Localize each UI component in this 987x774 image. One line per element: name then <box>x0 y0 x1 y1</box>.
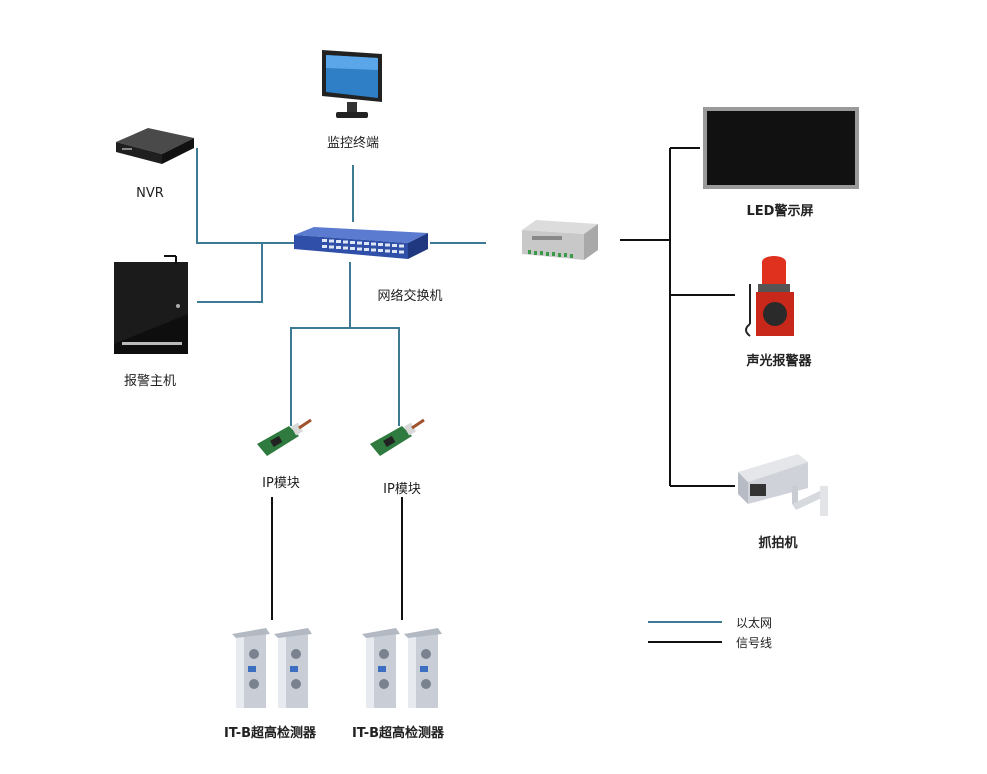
detector-2-icon <box>362 628 442 708</box>
signal-lines <box>271 147 735 620</box>
alarm-host-icon <box>114 255 188 354</box>
ethernet-lines <box>196 148 486 426</box>
snapshot-camera-label: 抓拍机 <box>758 536 798 551</box>
network-switch-icon <box>294 227 428 259</box>
detector-2-label: IT-B超高检测器 <box>351 726 445 741</box>
io-controller-icon <box>522 220 598 260</box>
detector-1-label: IT-B超高检测器 <box>223 726 317 741</box>
led-screen-label: LED警示屏 <box>746 204 814 219</box>
monitor-icon <box>322 50 382 118</box>
nvr-label: NVR <box>136 186 164 201</box>
detector-1-icon <box>232 628 312 708</box>
nvr-icon <box>116 128 194 164</box>
network-switch-label: 网络交换机 <box>377 289 443 304</box>
sound-light-alarm-label: 声光报警器 <box>746 354 812 369</box>
legend-swatches <box>648 621 722 643</box>
ip-module-2-icon <box>370 418 425 456</box>
alarm-host-label: 报警主机 <box>123 374 177 389</box>
legend-ethernet-label: 以太网 <box>736 616 773 630</box>
sound-light-alarm-icon <box>745 256 794 337</box>
ip-module-1-label: IP模块 <box>262 476 300 491</box>
ip-module-1-icon <box>257 418 312 456</box>
led-screen-icon <box>703 107 859 189</box>
monitor-label: 监控终端 <box>326 136 380 151</box>
legend-signal-label: 信号线 <box>736 636 773 650</box>
snapshot-camera-icon <box>738 454 828 516</box>
ip-module-2-label: IP模块 <box>383 482 421 497</box>
